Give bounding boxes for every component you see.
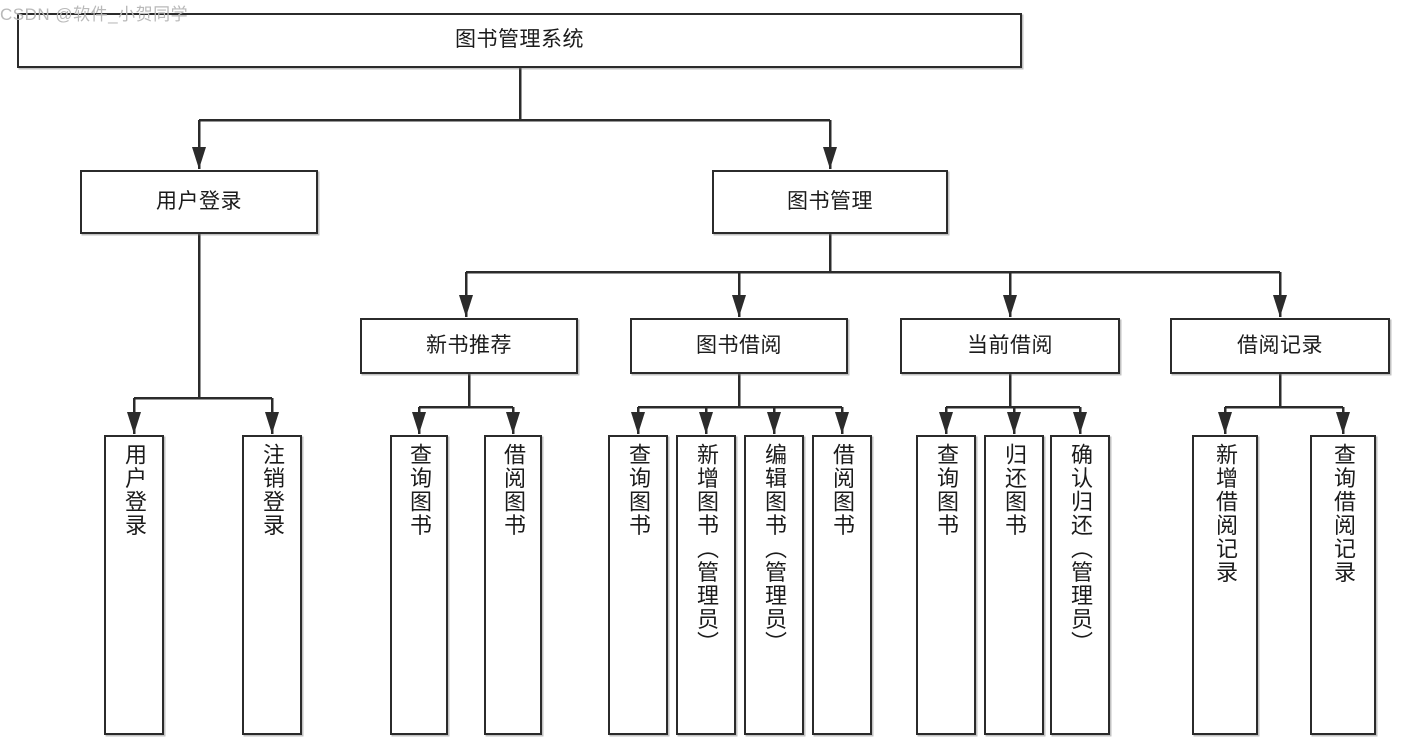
node-label: 借阅图书 (829, 443, 855, 537)
node-leaf-add-book[interactable]: 新增图书（管理员） (676, 435, 736, 735)
node-borrow-record[interactable]: 借阅记录 (1170, 318, 1390, 374)
node-current-borrow[interactable]: 当前借阅 (900, 318, 1120, 374)
node-label: 新书推荐 (426, 333, 512, 357)
node-root[interactable]: 图书管理系统 (17, 13, 1022, 68)
node-label: 编辑图书（管理员） (761, 443, 787, 655)
node-leaf-query-book-current[interactable]: 查询图书 (916, 435, 976, 735)
node-label: 确认归还（管理员） (1067, 443, 1093, 655)
node-leaf-query-borrow-record[interactable]: 查询借阅记录 (1310, 435, 1376, 735)
node-label: 查询图书 (625, 443, 651, 537)
node-label: 借阅图书 (500, 443, 526, 537)
node-user-login[interactable]: 用户登录 (80, 170, 318, 234)
node-label: 查询图书 (933, 443, 959, 537)
node-label: 新增借阅记录 (1212, 443, 1238, 584)
node-leaf-return-book[interactable]: 归还图书 (984, 435, 1044, 735)
node-label: 查询借阅记录 (1330, 443, 1356, 584)
node-label: 借阅记录 (1237, 333, 1323, 357)
node-leaf-edit-book[interactable]: 编辑图书（管理员） (744, 435, 804, 735)
node-label: 注销登录 (259, 443, 285, 537)
node-label: 用户登录 (156, 189, 242, 213)
node-leaf-logout-login[interactable]: 注销登录 (242, 435, 302, 735)
node-leaf-query-book-recommend[interactable]: 查询图书 (390, 435, 448, 735)
node-label: 归还图书 (1001, 443, 1027, 537)
node-label: 当前借阅 (967, 333, 1053, 357)
node-label: 图书管理系统 (455, 28, 584, 52)
node-leaf-user-login[interactable]: 用户登录 (104, 435, 164, 735)
node-leaf-borrow-book[interactable]: 借阅图书 (812, 435, 872, 735)
node-label: 查询图书 (406, 443, 432, 537)
node-label: 用户登录 (121, 443, 147, 537)
csdn-watermark: CSDN @软件_小贺同学 (0, 5, 189, 24)
node-leaf-confirm-return[interactable]: 确认归还（管理员） (1050, 435, 1110, 735)
node-book-management[interactable]: 图书管理 (712, 170, 948, 234)
node-label: 图书借阅 (696, 333, 782, 357)
node-new-book-recommend[interactable]: 新书推荐 (360, 318, 578, 374)
node-label: 图书管理 (787, 189, 873, 213)
node-leaf-query-book-borrow[interactable]: 查询图书 (608, 435, 668, 735)
node-book-borrow[interactable]: 图书借阅 (630, 318, 848, 374)
node-label: 新增图书（管理员） (693, 443, 719, 655)
node-leaf-add-borrow-record[interactable]: 新增借阅记录 (1192, 435, 1258, 735)
node-leaf-borrow-book-recommend[interactable]: 借阅图书 (484, 435, 542, 735)
